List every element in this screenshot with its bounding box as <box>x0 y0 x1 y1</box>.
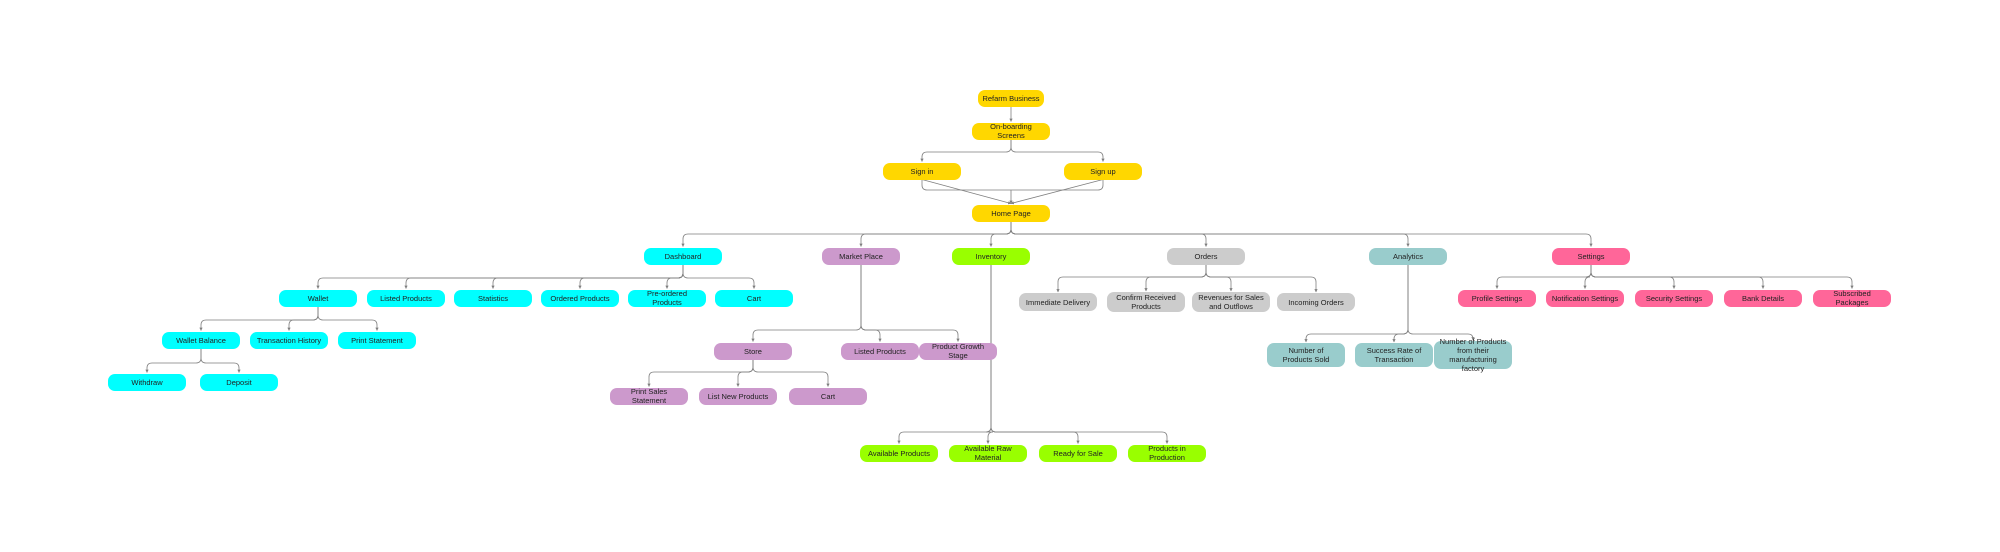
connector-line <box>920 139 1012 162</box>
connector-line <box>752 359 830 387</box>
connector-line <box>316 264 684 289</box>
node-bank: Bank Details <box>1724 289 1802 307</box>
node-refarm: Refarm Business <box>978 89 1044 107</box>
connector-line <box>985 264 994 444</box>
node-printstmt: Print Statement <box>338 331 416 349</box>
node-cart2: Cart <box>789 387 867 405</box>
node-numsold: Number of Products Sold <box>1267 343 1345 367</box>
connector-line <box>1205 264 1233 292</box>
node-orders: Orders <box>1167 247 1245 265</box>
connector-line <box>751 264 862 342</box>
connector-line <box>859 221 1012 247</box>
node-printsales: Print Sales Statement <box>610 387 688 405</box>
connector-line <box>1590 264 1676 289</box>
node-wallet: Wallet <box>279 289 357 307</box>
connector-line <box>921 179 1011 191</box>
node-numfactory: Number of Products from their manufactur… <box>1434 337 1512 373</box>
node-ordered: Ordered Products <box>541 289 619 307</box>
node-statistics: Statistics <box>454 289 532 307</box>
node-dashboard: Dashboard <box>644 247 722 265</box>
node-security: Security Settings <box>1635 289 1713 307</box>
connector-line <box>990 264 1080 444</box>
node-incoming: Incoming Orders <box>1277 293 1355 311</box>
connector-line <box>1590 264 1854 289</box>
connector-line <box>578 264 684 289</box>
node-success: Success Rate of Transaction <box>1355 343 1433 367</box>
node-notif: Notification Settings <box>1546 289 1624 307</box>
connector-line <box>199 306 319 331</box>
connector-line <box>1011 179 1104 191</box>
node-rawmat: Available Raw Material <box>949 444 1027 462</box>
node-settings: Settings <box>1552 247 1630 265</box>
node-walletbal: Wallet Balance <box>162 331 240 349</box>
node-immediate: Immediate Delivery <box>1019 293 1097 311</box>
connector-line <box>145 348 202 373</box>
node-profile: Profile Settings <box>1458 289 1536 307</box>
node-listed2: Listed Products <box>841 342 919 360</box>
connector-line <box>990 264 1169 444</box>
connector-line <box>682 264 756 289</box>
connector-line <box>1583 264 1592 289</box>
connector-line <box>1205 264 1318 293</box>
node-analytics: Analytics <box>1369 247 1447 265</box>
node-production: Products in Production <box>1128 444 1206 462</box>
connector-line <box>404 264 684 289</box>
node-ready: Ready for Sale <box>1039 444 1117 462</box>
connector-line <box>1056 264 1207 293</box>
node-deposit: Deposit <box>200 373 278 391</box>
connector-line <box>665 264 684 289</box>
connector-line <box>1010 221 1593 247</box>
node-home: Home Page <box>972 204 1050 222</box>
connector-line <box>989 221 1012 247</box>
node-available: Available Products <box>860 444 938 462</box>
node-listnew: List New Products <box>699 387 777 405</box>
node-inventory: Inventory <box>952 247 1030 265</box>
connector-line <box>1144 264 1207 292</box>
connector-line <box>287 306 319 331</box>
node-growth: Product Growth Stage <box>919 342 997 360</box>
connector-line <box>200 348 241 373</box>
connector-line <box>647 359 754 387</box>
connector-line <box>1010 179 1104 205</box>
connector-line <box>1010 139 1105 162</box>
node-cart1: Cart <box>715 289 793 307</box>
node-listed1: Listed Products <box>367 289 445 307</box>
connector-line <box>736 359 754 387</box>
node-subscribed: Subscribed Packages <box>1813 289 1891 307</box>
node-signup: Sign up <box>1064 162 1142 180</box>
connector-line <box>1392 264 1409 343</box>
connector-line <box>1495 264 1592 289</box>
node-confirm: Confirm Received Products <box>1107 292 1185 312</box>
node-txhist: Transaction History <box>250 331 328 349</box>
node-withdraw: Withdraw <box>108 373 186 391</box>
node-store: Store <box>714 342 792 360</box>
connector-line <box>921 179 1012 205</box>
connector-line <box>1407 264 1475 341</box>
connector-line <box>860 264 960 342</box>
connector-line <box>491 264 684 289</box>
node-marketplace: Market Place <box>822 247 900 265</box>
node-onboarding: On-boarding Screens <box>972 122 1050 140</box>
node-preordered: Pre-ordered Products <box>628 289 706 307</box>
connector-line <box>317 306 379 331</box>
node-revenues: Revenues for Sales and Outflows <box>1192 292 1270 312</box>
connector-line <box>1590 264 1765 289</box>
node-signin: Sign in <box>883 162 961 180</box>
